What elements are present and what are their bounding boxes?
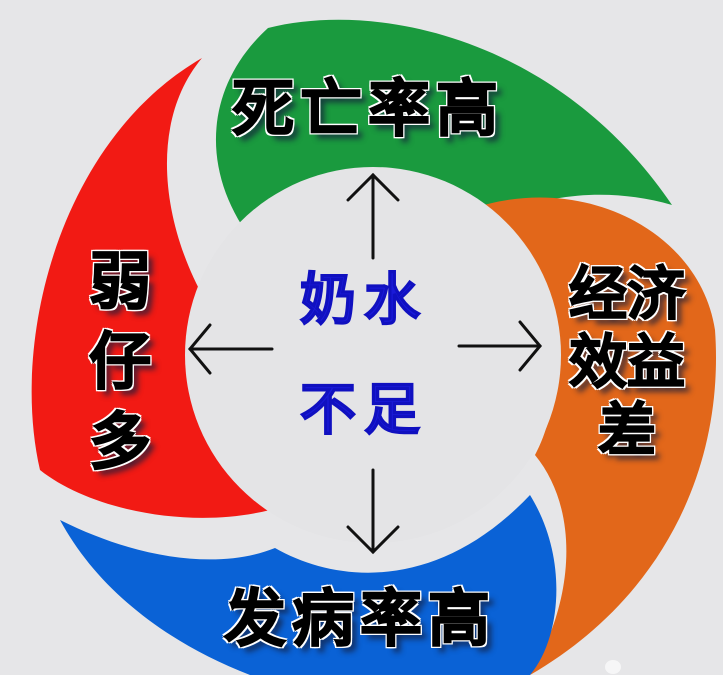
arrow-right-icon <box>457 320 542 372</box>
watermark-icon <box>605 660 621 674</box>
segment-bottom-blue <box>60 495 557 675</box>
segment-left-label: 弱 仔 多 <box>80 242 160 482</box>
segment-left-label-line-2: 仔 <box>88 324 152 399</box>
segment-right-label-line-1: 经济 <box>568 259 686 329</box>
segment-right-orange <box>468 197 717 675</box>
segment-left-label-line-3: 多 <box>88 404 152 479</box>
segment-right-label-line-2: 效益 <box>568 327 686 397</box>
center-circle <box>185 167 561 543</box>
arrow-down-icon <box>346 468 400 555</box>
center-text-line-2: 不足 <box>299 378 428 443</box>
arrow-left-icon <box>188 323 274 375</box>
segment-top-label: 死亡率高 <box>231 72 505 145</box>
segment-right-label-line-3: 差 <box>597 395 657 465</box>
segment-left-red <box>31 58 270 518</box>
segment-right-label: 经济 效益 差 <box>552 259 702 465</box>
segment-left-label-line-1: 弱 <box>88 244 152 319</box>
arrow-up-icon <box>346 172 400 260</box>
segment-bottom-label: 发病率高 <box>223 582 497 655</box>
center-text-line-1: 奶水 <box>299 268 428 333</box>
